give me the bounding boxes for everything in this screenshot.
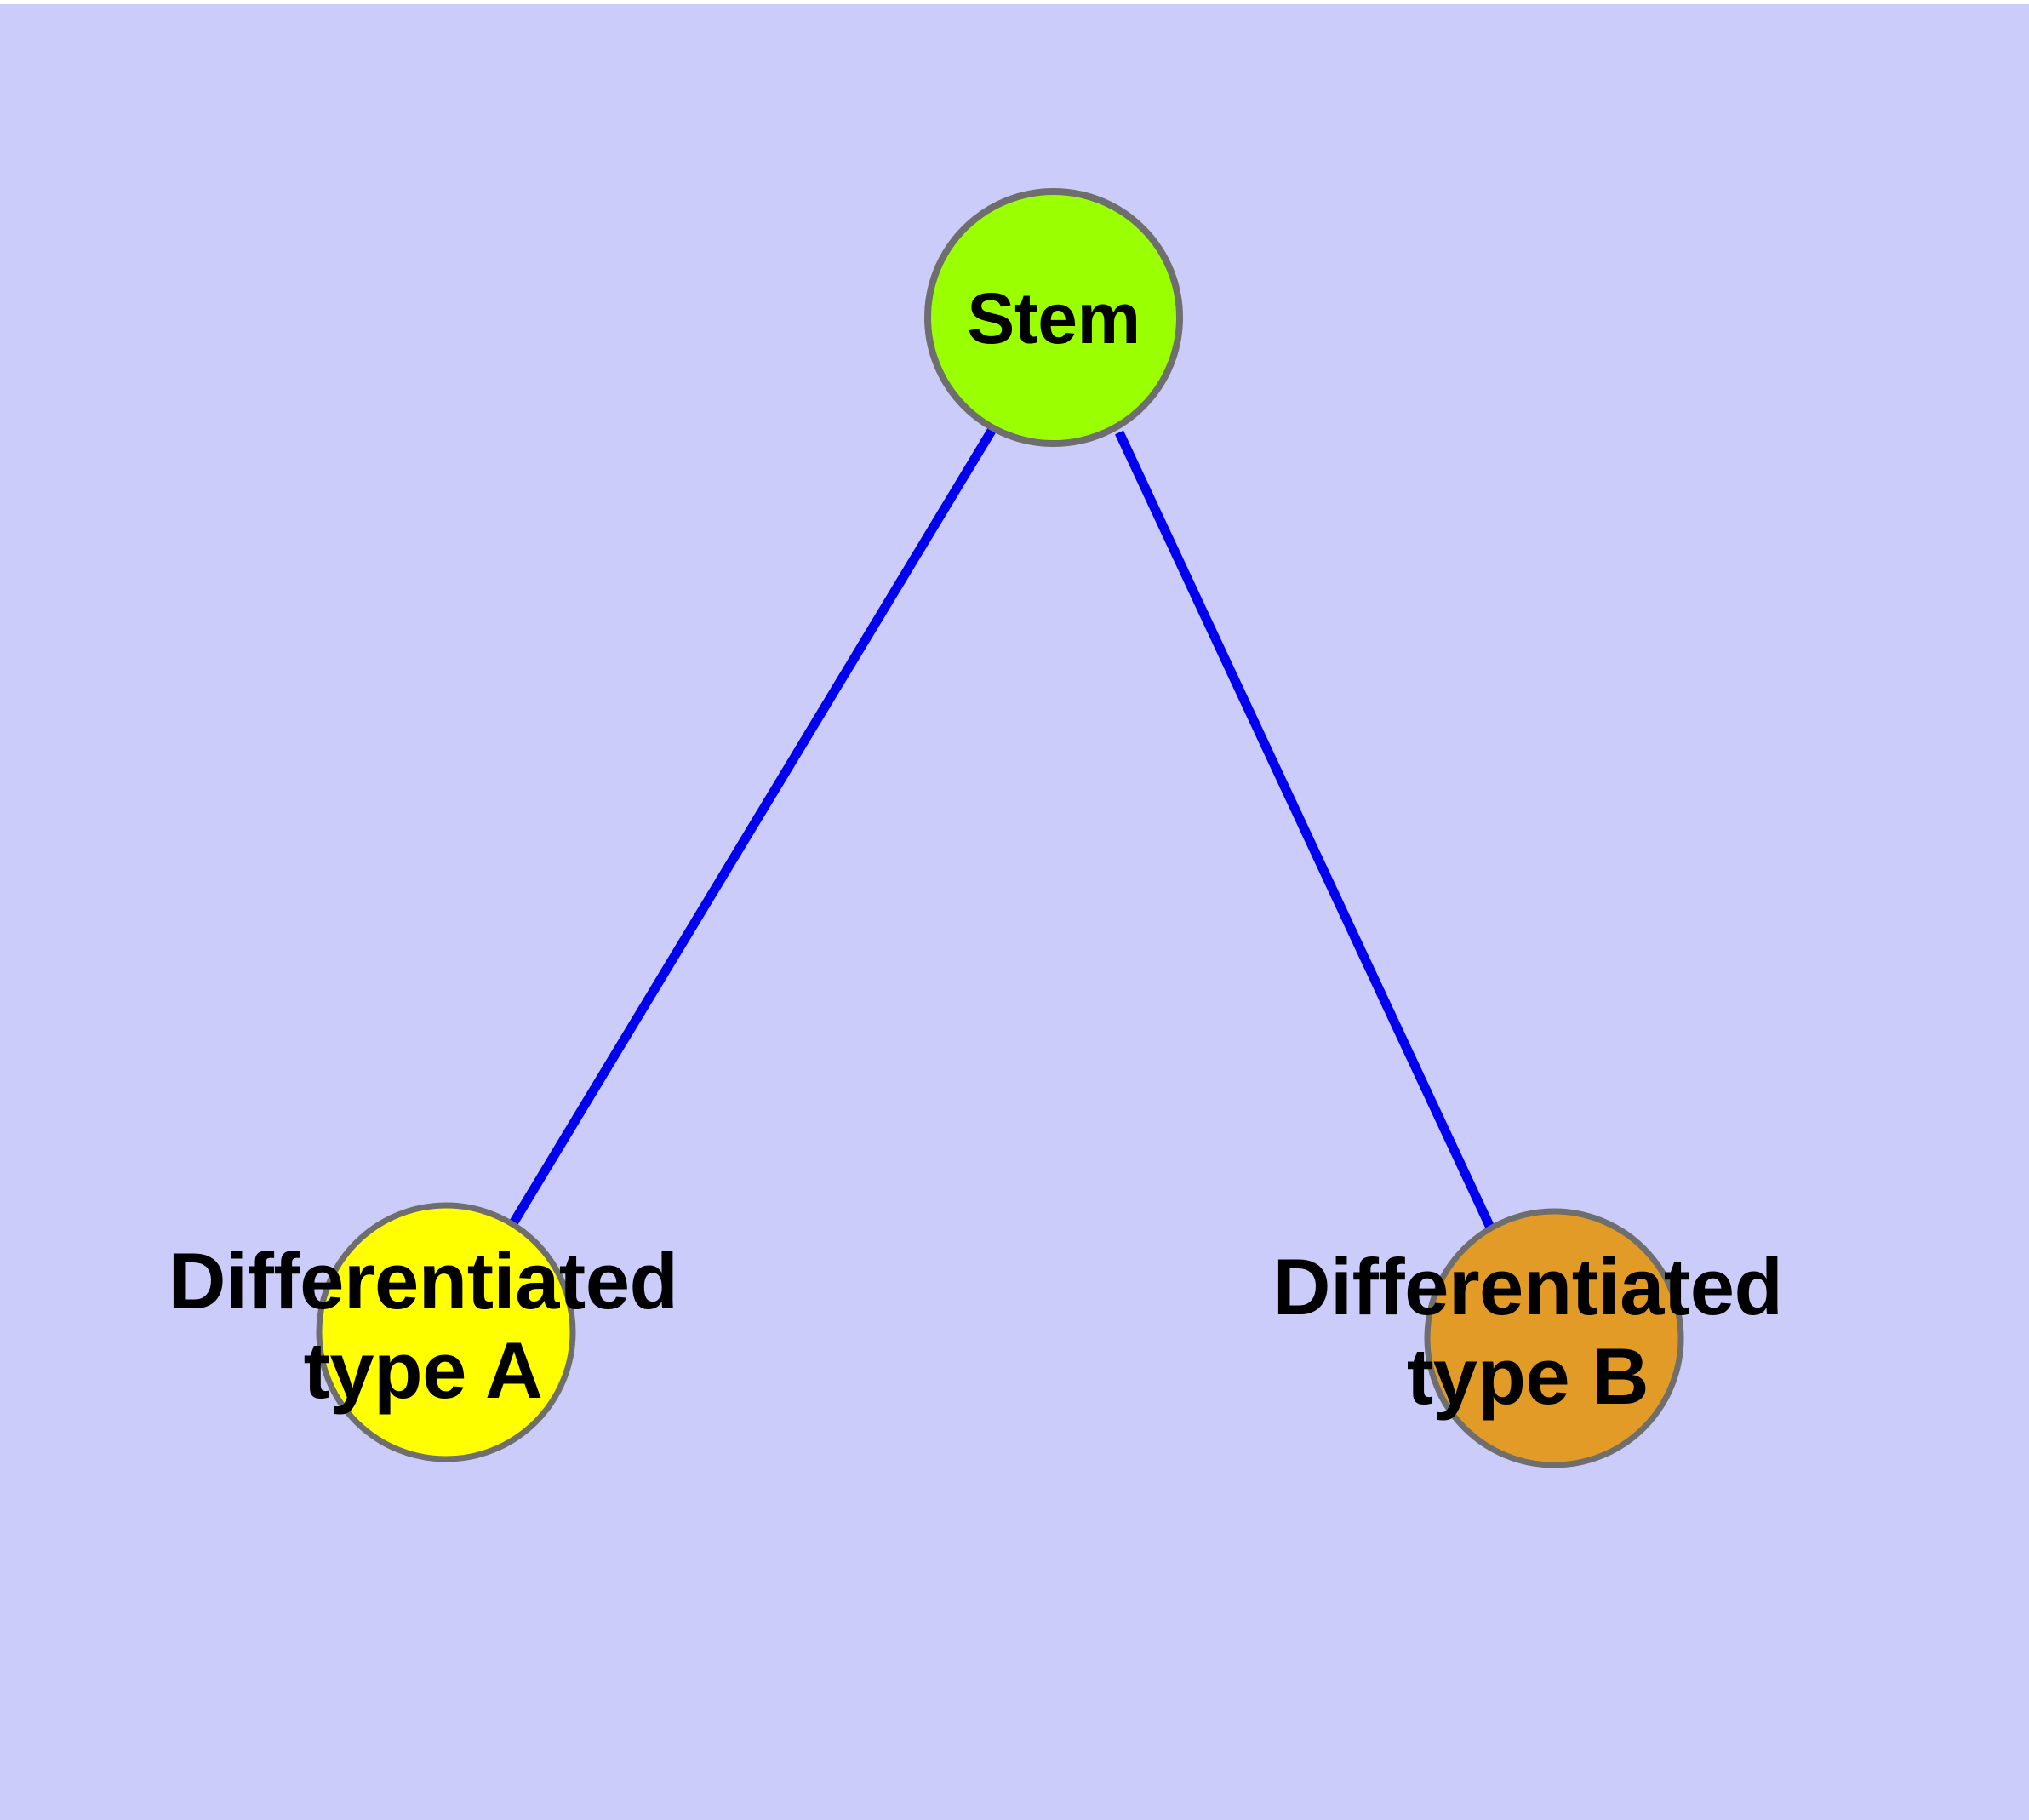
node-differentiated-type-a[interactable]: [316, 1202, 576, 1462]
node-layer: [316, 188, 1684, 1468]
node-stem[interactable]: [924, 188, 1183, 447]
edge-layer: [506, 428, 1495, 1232]
edge-stem-to-diff-a[interactable]: [506, 428, 996, 1230]
node-differentiated-type-b[interactable]: [1424, 1208, 1684, 1468]
edge-stem-to-diff-b[interactable]: [1115, 430, 1495, 1232]
